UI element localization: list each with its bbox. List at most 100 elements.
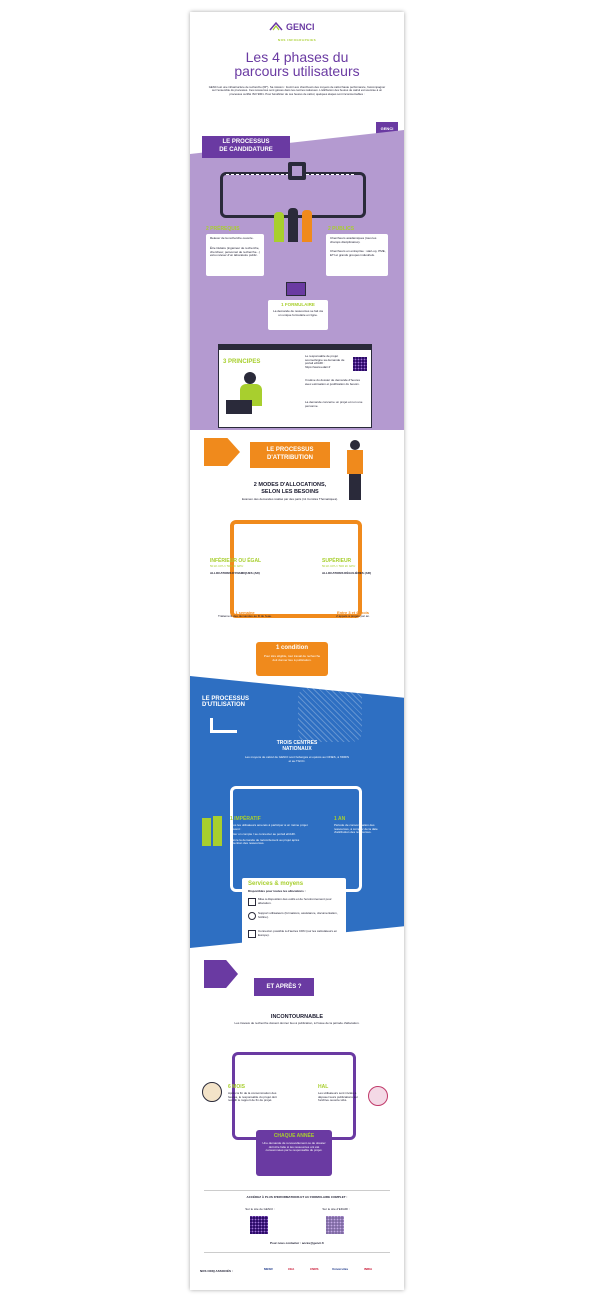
partner-logo: CNRS: [310, 1267, 319, 1271]
modes-subtitle: Examen des demandes réalisé par des pair…: [241, 497, 339, 501]
incontournable-title: INCONTOURNABLE: [270, 1014, 324, 1020]
phase3-title-l1: LE PROCESSUS: [202, 696, 250, 702]
imperatif-2: Suivre la demande de raccordement au pro…: [230, 837, 300, 846]
hal-text: Les utilisateurs sont invités à déposer …: [318, 1091, 358, 1103]
public-1: Chercheurs académiques (tous les champs …: [330, 236, 377, 244]
network-icon: [248, 930, 256, 938]
partner-logos: MESR CEA CNRS Universités INRIA: [250, 1264, 400, 1278]
genci-logo: GENCI: [266, 20, 326, 34]
incontournable-text: Les travaux de recherche doivent donner …: [234, 1021, 360, 1025]
tagline: NOS INFOGRAPHIES: [277, 38, 317, 42]
phase1-title-box: LE PROCESSUS DE CANDIDATURE: [202, 136, 290, 158]
right-title: SUPÉRIEUR: [322, 558, 352, 564]
yearly-card: CHAQUE ANNÉE Une demande de renouvelleme…: [256, 1130, 332, 1176]
yearly-title: CHAQUE ANNÉE: [273, 1133, 315, 1139]
centres-l2: NATIONAUX: [282, 746, 312, 752]
genci-qr-code[interactable]: [250, 1216, 268, 1234]
condition-text: Pour être éligible, tout travail de rech…: [263, 654, 321, 662]
public-card: Chercheurs académiques (tous les champs …: [326, 234, 388, 276]
hal-logo-icon: [368, 1086, 388, 1106]
phase2-title-box: LE PROCESSUS D'ATTRIBUTION: [250, 442, 330, 468]
services-card: Services & moyens Disponibles pour toute…: [242, 878, 346, 950]
left-title: INFÉRIEUR OU ÉGAL: [210, 558, 262, 564]
services-subtitle: Disponibles pour toutes les allocations …: [248, 889, 306, 893]
partners-label: NOS CINQ ASSOCIÉS :: [200, 1269, 233, 1273]
service-2: Support utilisateurs (formations, assist…: [258, 911, 338, 919]
right-allocation: SUPÉRIEUR 50 kh CPU / 500 kh GPU ALLOCAT…: [322, 558, 396, 575]
phase2-arrow-icon: [204, 438, 240, 466]
title-line-2: parcours utilisateurs: [234, 63, 360, 79]
prereq-1: Relever de la recherche ouverte.: [210, 236, 254, 240]
left-allocation: INFÉRIEUR OU ÉGAL 50 kh CPU / 500 kh GPU…: [210, 558, 284, 575]
condition-title: 1 condition: [276, 645, 308, 651]
principle-2: Il relève du dossier de demande d'heures…: [305, 378, 360, 386]
six-months-title: 6 MOIS: [228, 1084, 245, 1090]
right-values: 50 kh CPU / 500 kh GPU: [322, 564, 356, 568]
incontournable-block: INCONTOURNABLE Les travaux de recherche …: [230, 1014, 364, 1026]
support-icon: [248, 912, 256, 920]
france-map-icon: [298, 688, 362, 742]
phase4-title: ET APRÈS ?: [266, 984, 302, 990]
left-values: 50 kh CPU / 500 kh GPU: [210, 564, 244, 568]
modes-heading: 2 MODES D'ALLOCATIONS, SELON LES BESOINS: [220, 482, 360, 495]
clock-person-icon: [202, 1082, 222, 1102]
an-block: 1 AN Période de consommation des ressour…: [334, 816, 388, 835]
prereq-title: 2 PRÉREQUIS: [206, 226, 240, 232]
site-genci-label: Sur le site de GENCI :: [245, 1207, 275, 1211]
centres-heading: TROIS CENTRES NATIONAUX: [240, 740, 354, 752]
left-delay: 1 semaine Traitement des demandes au fil…: [216, 610, 274, 619]
title-line-1: Les 4 phases du: [245, 49, 349, 65]
public-2: Chercheurs en entreprise : start-up, PME…: [330, 249, 386, 257]
access-text: ACCÉDEZ À PLUS D'INFORMATIONS ET AU FORM…: [246, 1195, 348, 1199]
services-title: Services & moyens: [248, 881, 304, 887]
prereq-2: Être titulaire (ingénieur de recherche, …: [210, 246, 260, 258]
page-title: Les 4 phases du parcours utilisateurs: [190, 50, 404, 78]
form-title: 1 FORMULAIRE: [281, 302, 315, 307]
service-1: Mise à disposition des outils et de l'en…: [258, 897, 332, 905]
phase3-arrow-icon: [210, 718, 237, 733]
two-people-illustration: [200, 810, 224, 850]
phase2-road: [230, 520, 362, 618]
left-mode: ALLOCATIONS DYNAMIQUES (AD): [210, 571, 260, 575]
right-delay-desc: 2 appels à projets par an.: [336, 614, 370, 618]
six-months-text: Après la fin de la consommation des heur…: [228, 1091, 277, 1103]
principle-1: Le responsable de projet soumet/signe sa…: [305, 354, 345, 369]
principles-window: 3 PRINCIPES Le responsable de projet sou…: [218, 344, 372, 428]
form-card: 1 FORMULAIRE La demande de ressources se…: [268, 300, 328, 330]
an-title: 1 AN: [334, 816, 346, 822]
researchers-illustration: [270, 206, 318, 248]
partner-logo: CEA: [288, 1267, 295, 1271]
site-edari-label: Sur le site d'EDARI :: [322, 1207, 350, 1211]
edari-qr-code: [353, 357, 367, 371]
phase4-arrow-icon: [204, 960, 238, 988]
form-text: La demande de ressources se fait via un …: [273, 309, 323, 317]
phase2-title-l1: LE PROCESSUS: [266, 447, 314, 453]
six-months-block: 6 MOIS Après la fin de la consommation d…: [228, 1084, 284, 1103]
phase1-title-l1: LE PROCESSUS: [222, 139, 270, 145]
left-delay-value: 1 semaine: [235, 610, 255, 615]
modes-l1: 2 MODES D'ALLOCATIONS,: [253, 482, 327, 488]
edari-site-qr-code[interactable]: [326, 1216, 344, 1234]
contact-text[interactable]: Pour nous contacter : accès@genci.fr: [270, 1241, 324, 1245]
public-title: 2 PUBLICS: [328, 226, 355, 232]
principles-title: 3 PRINCIPES: [223, 359, 261, 365]
standing-person-illustration: [344, 440, 366, 500]
phase3-title-l2: D'UTILISATION: [202, 702, 245, 708]
phase4-title-box: ET APRÈS ?: [254, 978, 314, 996]
person-laptop-illustration: [226, 372, 276, 418]
footer-divider-2: [204, 1252, 390, 1253]
footer-divider: [204, 1190, 390, 1191]
principle-3: La demande concerne un projet et non une…: [305, 400, 363, 408]
prereq-card: Relever de la recherche ouverte. Être ti…: [206, 234, 264, 276]
partner-logo: MESR: [264, 1267, 273, 1271]
service-3: Connexion possible à d'autres CDN (sur l…: [258, 929, 338, 937]
processor-chip-icon: [288, 162, 306, 180]
partner-logo: Universités: [332, 1267, 349, 1271]
phase2-title-l2: D'ATTRIBUTION: [267, 455, 313, 461]
logo-text: GENCI: [286, 22, 315, 32]
imperatif-text: Tous les utilisateurs amenés à participe…: [230, 823, 308, 831]
phase1-title-l2: DE CANDIDATURE: [219, 147, 273, 153]
an-text: Période de consommation des ressources, …: [334, 823, 378, 835]
right-delay: Entre 3 et 6 mois 2 appels à projets par…: [322, 610, 384, 619]
hal-block: HAL Les utilisateurs sont invités à dépo…: [318, 1084, 364, 1103]
